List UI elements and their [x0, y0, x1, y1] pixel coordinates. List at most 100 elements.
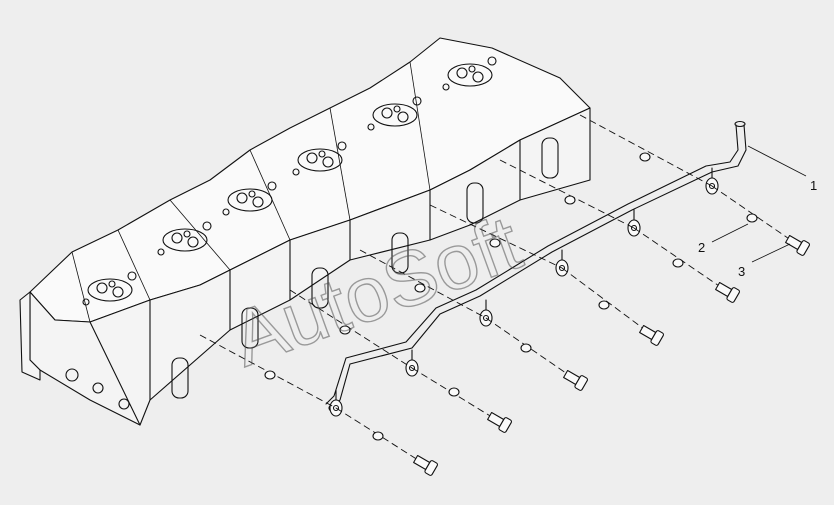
sealing-washers	[264, 152, 758, 441]
callout-label-1: 1	[810, 178, 817, 193]
washer-icon	[746, 213, 758, 223]
callout-label-3: 3	[738, 264, 745, 279]
valve-port-cluster	[367, 96, 422, 131]
side-opening	[541, 137, 559, 179]
valve-icon	[318, 150, 326, 158]
banjo-connector	[627, 209, 641, 237]
bolt-hole-icon	[337, 141, 347, 151]
banjo-connector	[479, 299, 493, 327]
bolt-icon	[413, 454, 438, 476]
banjo-bolts	[413, 234, 810, 476]
side-opening	[311, 267, 329, 309]
bolt-hole-icon	[487, 56, 497, 66]
assembly-line	[579, 114, 713, 187]
washer-icon	[339, 325, 351, 335]
connector-bore-icon	[408, 364, 416, 372]
valve-icon	[393, 105, 401, 113]
bolt-icon	[563, 369, 588, 391]
bolt-hole-icon	[267, 181, 277, 191]
bolt-hole-icon	[442, 83, 450, 91]
port-outline	[297, 148, 343, 172]
head-top-divider	[117, 229, 151, 301]
valve-icon	[96, 282, 108, 294]
washer-icon	[639, 152, 651, 162]
bolt-hole-icon	[222, 208, 230, 216]
valve-icon	[171, 232, 183, 244]
side-opening	[391, 232, 409, 274]
bolt-hole-icon	[82, 298, 90, 306]
valve-icon	[472, 71, 484, 83]
valve-icon	[397, 111, 409, 123]
valve-port-cluster	[292, 141, 347, 176]
valve-icon	[248, 190, 256, 198]
bolt-icon	[715, 281, 740, 303]
banjo-connector	[405, 349, 419, 377]
washer-icon	[598, 300, 610, 310]
assembly-line	[499, 159, 635, 229]
connector-bore-icon	[332, 404, 340, 412]
washer-icon	[489, 238, 501, 248]
valve-icon	[306, 152, 318, 164]
bolt-head	[498, 417, 512, 433]
head-end-face	[19, 291, 41, 381]
callout-label-2: 2	[698, 240, 705, 255]
valve-port-cluster	[82, 271, 137, 306]
banjo-connector	[329, 389, 343, 417]
bolt-hole-icon	[202, 221, 212, 231]
callout-1: 1	[747, 145, 817, 193]
valve-port-cluster	[442, 56, 497, 91]
bolt-hole-icon	[157, 248, 165, 256]
end-hole-icon	[65, 368, 79, 382]
valve-icon	[252, 196, 264, 208]
bolt-icon	[487, 411, 512, 433]
port-outline	[162, 228, 208, 252]
assembly-line	[429, 204, 563, 269]
washer-icon	[414, 283, 426, 293]
port-outline	[227, 188, 273, 212]
end-hole-icon	[92, 382, 104, 394]
washer-icon	[264, 370, 276, 380]
bolt-hole-icon	[412, 96, 422, 106]
port-outline	[372, 103, 418, 127]
connector-bore-icon	[558, 264, 566, 272]
end-hole-icon	[118, 398, 130, 410]
assembly-line	[359, 249, 487, 319]
washer-icon	[372, 431, 384, 441]
bolt-head	[574, 375, 588, 391]
washer-icon	[448, 387, 460, 397]
port-outline	[87, 278, 133, 302]
assembly-line	[289, 289, 413, 369]
side-opening	[466, 182, 484, 224]
callout-2: 2	[698, 223, 749, 255]
connector-bore-icon	[630, 224, 638, 232]
head-top-divider	[169, 199, 231, 271]
side-opening	[171, 357, 189, 399]
bolt-head	[424, 460, 438, 476]
assembly-line	[335, 407, 427, 466]
connector-bore-icon	[708, 182, 716, 190]
bolt-hole-icon	[127, 271, 137, 281]
washer-icon	[672, 258, 684, 268]
bolt-icon	[785, 234, 810, 256]
valve-icon	[322, 156, 334, 168]
banjo-connector	[705, 167, 719, 195]
valve-port-cluster	[222, 181, 277, 216]
assembly-line	[485, 317, 577, 381]
bolt-head	[796, 240, 810, 256]
bolt-head	[650, 330, 664, 346]
valve-icon	[236, 192, 248, 204]
valve-icon	[183, 230, 191, 238]
valve-icon	[108, 280, 116, 288]
valve-icon	[187, 236, 199, 248]
valve-icon	[112, 286, 124, 298]
assembly-line	[711, 185, 799, 246]
pipe-end-icon	[734, 120, 746, 128]
assembly-line	[411, 367, 501, 423]
bolt-head	[726, 287, 740, 303]
banjo-connector	[555, 249, 569, 277]
washer-icon	[564, 195, 576, 205]
bolt-hole-icon	[292, 168, 300, 176]
assembly-lines	[199, 114, 799, 466]
